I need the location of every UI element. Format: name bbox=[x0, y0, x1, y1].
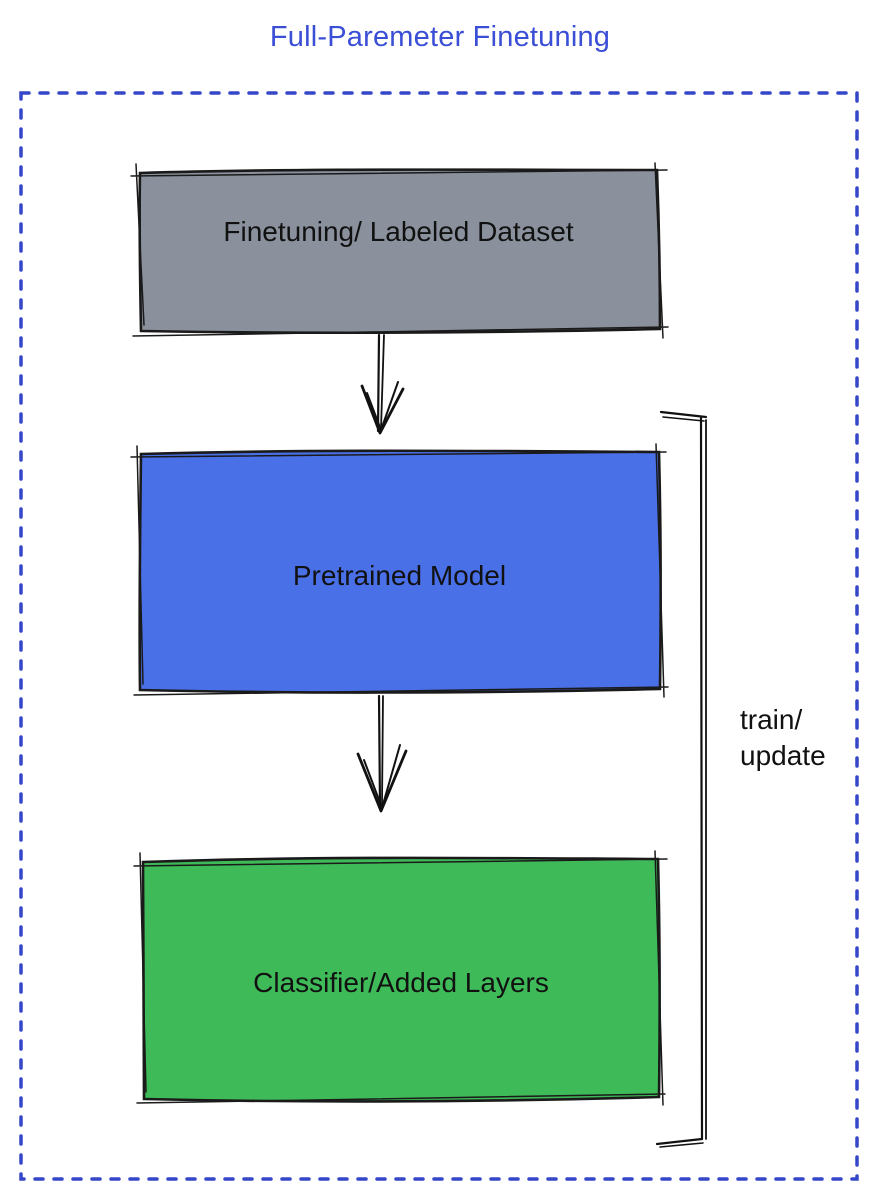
bracket-label: train/ update bbox=[740, 702, 826, 774]
train-update-bracket bbox=[655, 410, 708, 1148]
pretrained-box-sketch-stroke bbox=[130, 443, 669, 698]
dataset-box-sketch-stroke bbox=[130, 162, 669, 339]
arrow-pretrained-to-classifier bbox=[356, 694, 408, 813]
pretrained-box-shape bbox=[130, 443, 669, 698]
arrow-dataset-to-pretrained bbox=[360, 333, 405, 435]
bracket-label-line2: update bbox=[740, 740, 826, 771]
dataset-box-shape bbox=[130, 162, 669, 339]
classifier-box-shape bbox=[133, 850, 668, 1106]
classifier-box-fill bbox=[141, 856, 661, 1103]
classifier-box-sketch-stroke bbox=[133, 850, 668, 1106]
pretrained-box-fill bbox=[138, 449, 662, 694]
bracket-label-line1: train/ bbox=[740, 704, 803, 735]
dataset-box-fill bbox=[138, 168, 662, 335]
diagram-title: Full-Paremeter Finetuning bbox=[269, 21, 611, 53]
dashed-boundary bbox=[19, 91, 859, 1181]
